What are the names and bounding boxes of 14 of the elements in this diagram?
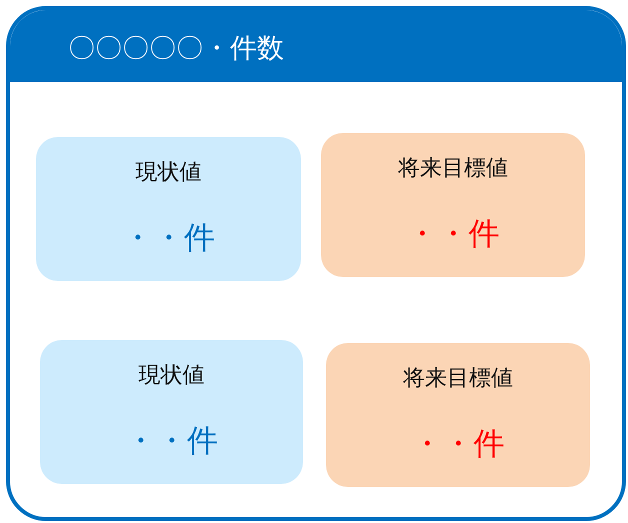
value-card [36, 137, 301, 281]
panel-title: 〇〇〇〇〇・件数 [68, 32, 284, 66]
panel-frame [6, 6, 626, 521]
value-card [321, 133, 585, 277]
value-text: ・・件 [121, 219, 216, 258]
value-card [40, 340, 303, 484]
value-text: ・・件 [410, 425, 506, 464]
card-heading: 将来目標値 [402, 365, 514, 393]
value-text: ・・件 [124, 422, 219, 461]
card-heading: 現状値 [134, 159, 202, 187]
card-heading: 現状値 [138, 362, 206, 390]
value-text: ・・件 [406, 215, 500, 254]
card-heading: 将来目標値 [397, 155, 509, 183]
value-card [326, 343, 590, 487]
